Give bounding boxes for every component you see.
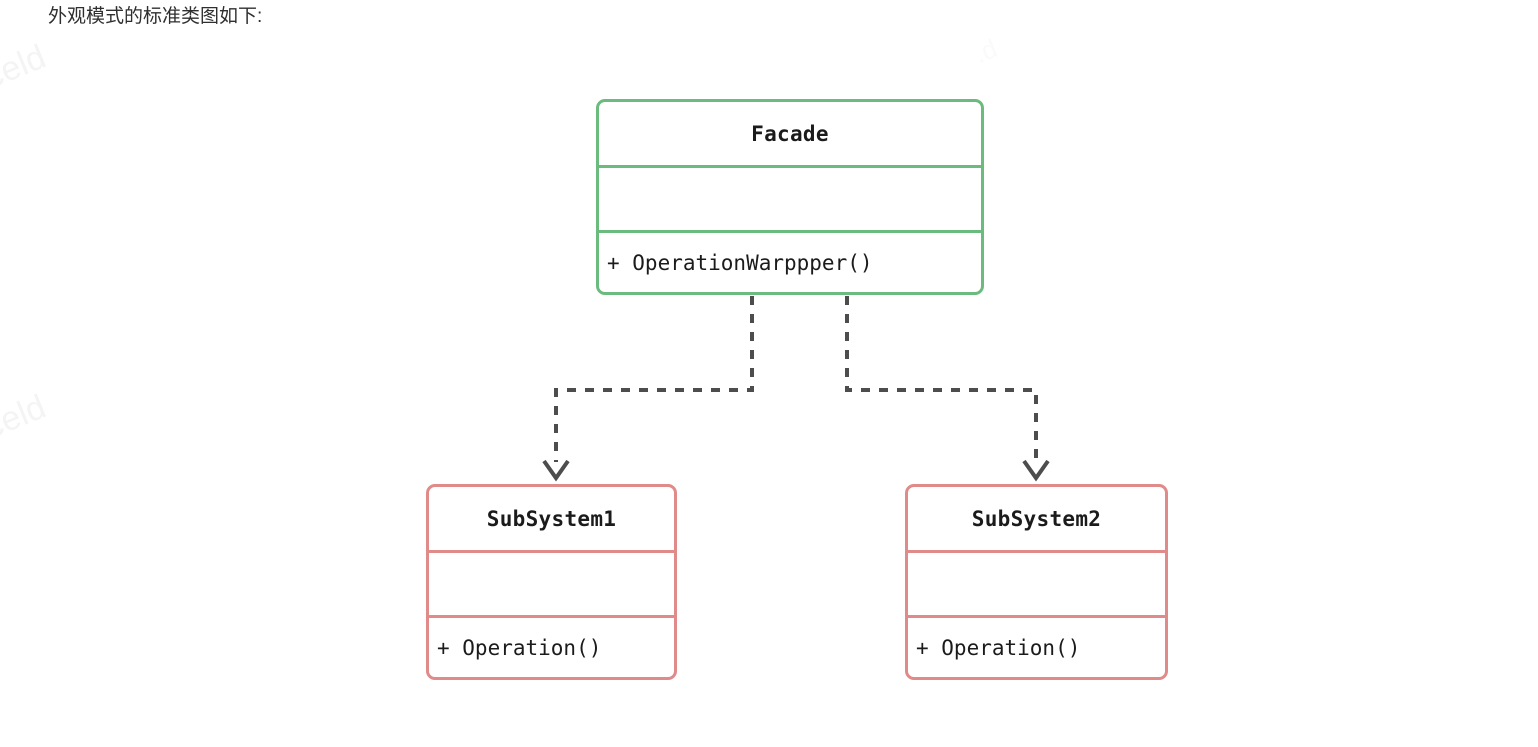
uml-class-facade[interactable]: Facade + OperationWarppper() <box>596 99 984 295</box>
dependency-arrow-facade-subsystem2 <box>845 296 1038 462</box>
uml-class-subsystem2[interactable]: SubSystem2 + Operation() <box>905 484 1168 680</box>
arrowhead-subsystem2 <box>1022 459 1050 482</box>
dependency-arrow-facade-subsystem1 <box>554 296 754 462</box>
class-name-subsystem1: SubSystem1 <box>486 506 617 531</box>
class-attributes-facade <box>599 165 981 230</box>
class-operation-subsystem1: + Operation() <box>429 615 674 677</box>
class-attributes-subsystem2 <box>908 550 1165 615</box>
class-operation-subsystem2: + Operation() <box>908 615 1165 677</box>
class-name-subsystem2: SubSystem2 <box>971 506 1102 531</box>
arrowhead-subsystem1 <box>542 459 570 482</box>
class-name-facade: Facade <box>751 121 829 146</box>
page-title: 外观模式的标准类图如下: <box>48 6 263 27</box>
class-operation-facade: + OperationWarppper() <box>599 230 981 292</box>
class-attributes-subsystem1 <box>429 550 674 615</box>
uml-class-subsystem1[interactable]: SubSystem1 + Operation() <box>426 484 677 680</box>
